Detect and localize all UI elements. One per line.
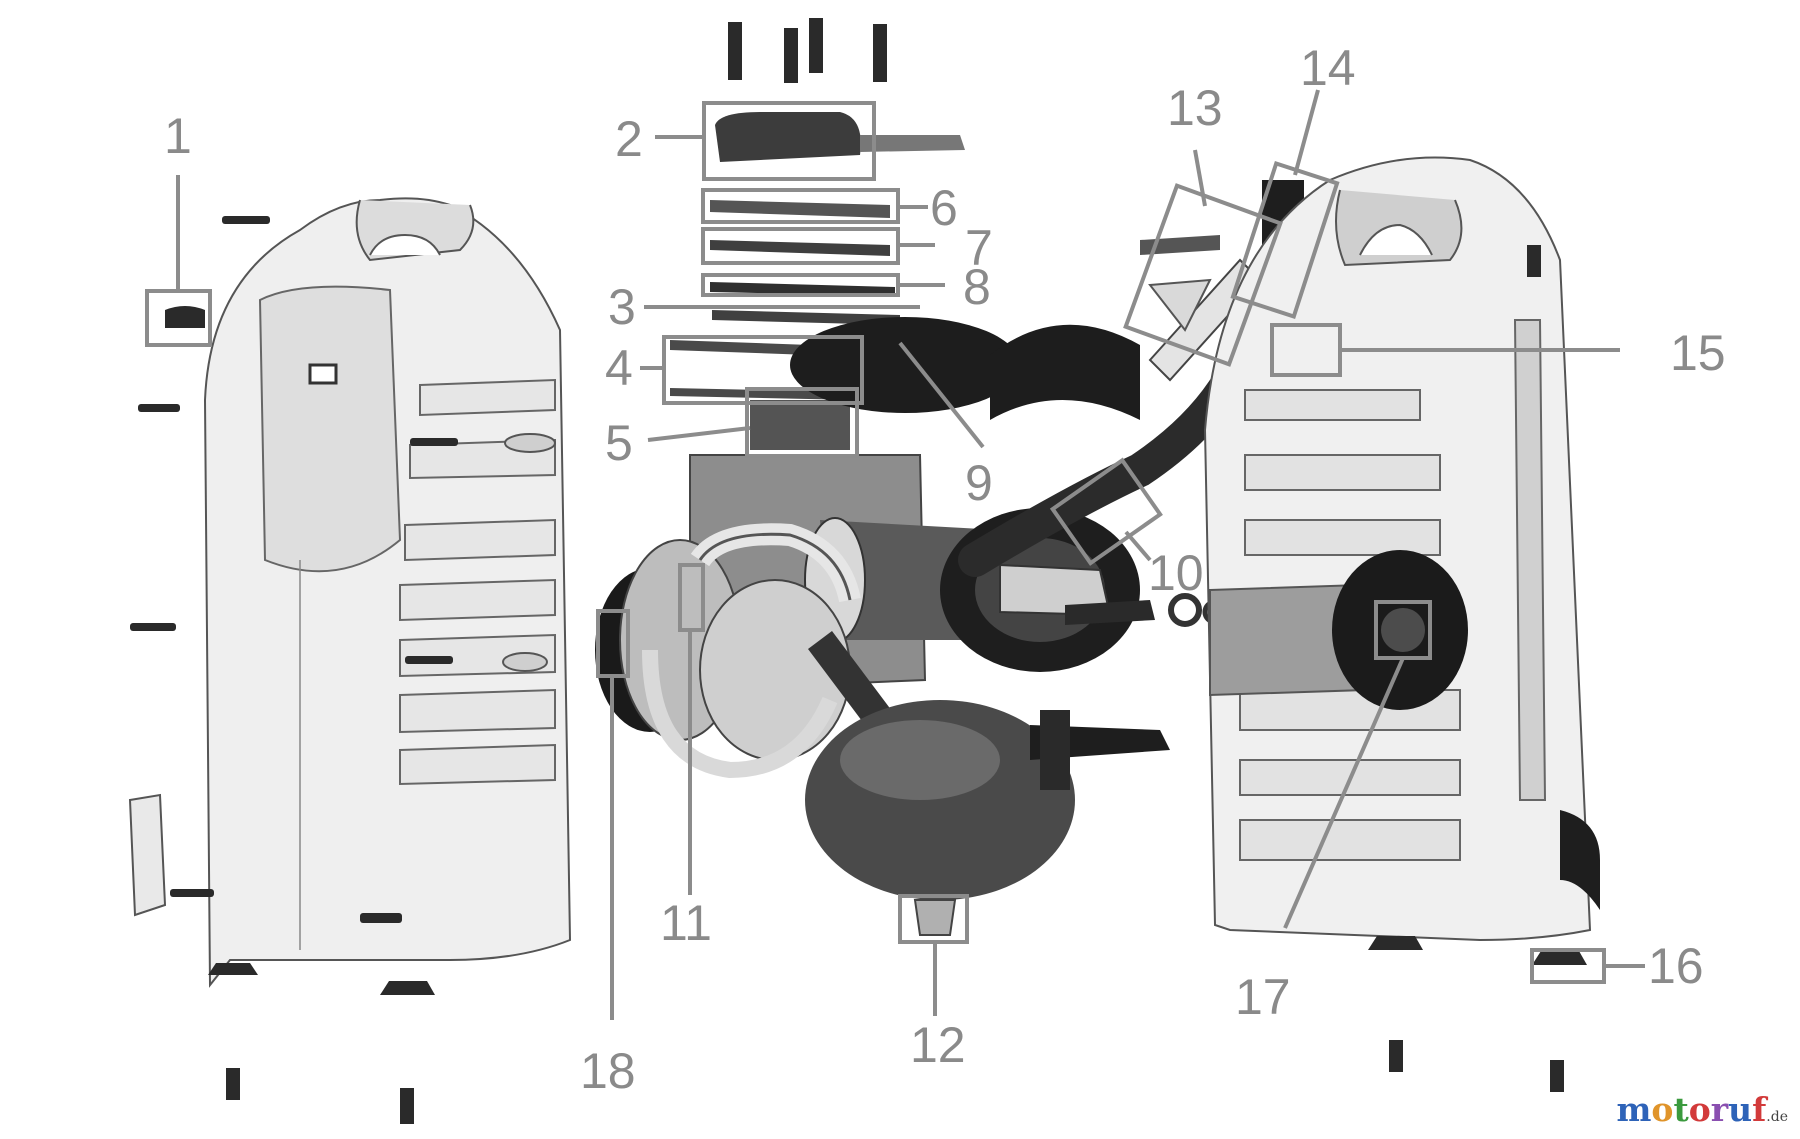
callout-12: 12: [910, 1017, 966, 1073]
callout-10: 10: [1148, 545, 1204, 601]
callout-4: 4: [605, 340, 633, 396]
left-housing-shell: [128, 197, 572, 988]
box-2: [702, 101, 876, 181]
callout-15: 15: [1670, 325, 1726, 381]
watermark-letter: f: [1752, 1090, 1767, 1129]
callout-boxes: [145, 101, 1606, 984]
callout-13: 13: [1167, 80, 1223, 136]
screws-right: [1368, 936, 1587, 1092]
callout-9: 9: [965, 455, 993, 511]
watermark-letter: o: [1651, 1090, 1674, 1129]
callout-14: 14: [1300, 40, 1356, 96]
callout-18: 18: [580, 1043, 636, 1099]
callout-11: 11: [660, 895, 712, 951]
callout-7: 7: [965, 220, 993, 276]
callout-2: 2: [615, 111, 643, 167]
watermark-letter: o: [1688, 1090, 1711, 1129]
box-13: [1123, 183, 1283, 367]
motoruf-watermark: motoruf.de: [1617, 1090, 1789, 1129]
callout-6: 6: [930, 180, 958, 236]
callout-8: 8: [963, 259, 991, 315]
callout-17: 17: [1235, 969, 1291, 1025]
box-14: [1230, 161, 1340, 319]
screws-left: [130, 216, 458, 1124]
watermark-suffix: .de: [1766, 1109, 1788, 1125]
leader-lines: [176, 89, 1645, 1020]
callout-numbers: 1 2 3 4 5 6 7 8 9 10 11 12 13 14 15 16 1…: [164, 40, 1726, 1099]
watermark-letter: t: [1673, 1090, 1689, 1129]
box-5: [745, 387, 859, 458]
callout-3: 3: [608, 279, 636, 335]
box-10: [1049, 457, 1163, 566]
callout-5: 5: [605, 415, 633, 471]
watermark-letter: r: [1710, 1090, 1729, 1129]
right-housing-shell: [1203, 156, 1600, 942]
watermark-letter: u: [1728, 1090, 1753, 1129]
callout-1: 1: [164, 108, 192, 164]
center-pump-assembly: [595, 18, 1228, 936]
watermark-letter: m: [1616, 1090, 1652, 1129]
callout-16: 16: [1648, 938, 1704, 994]
